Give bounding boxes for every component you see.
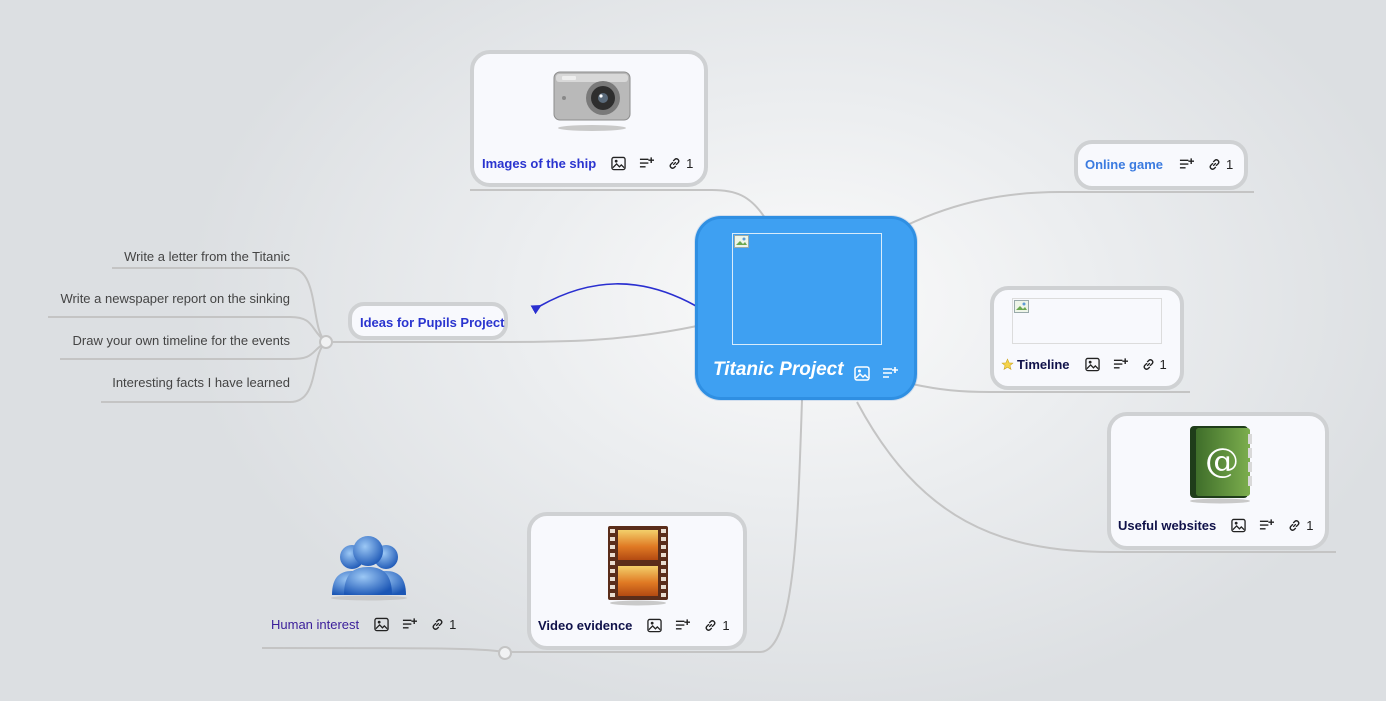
notes-icon[interactable] (639, 156, 654, 171)
link-icon (667, 156, 682, 171)
notes-icon[interactable] (882, 366, 898, 386)
link-count-value: 1 (449, 617, 456, 632)
broken-image (732, 233, 882, 345)
image-icon[interactable] (1085, 357, 1100, 372)
image-icon[interactable] (647, 618, 662, 633)
topic-label[interactable]: Online game (1085, 157, 1163, 172)
notes-icon[interactable] (1113, 357, 1128, 372)
topic-ideas-for-pupils-project[interactable]: Ideas for Pupils Project (348, 302, 508, 340)
link-count-value: 1 (686, 156, 693, 171)
link-count-value: 1 (1226, 157, 1233, 172)
subtopic-newspaper-report[interactable]: Write a newspaper report on the sinking (60, 291, 290, 306)
link-count-value: 1 (1306, 518, 1313, 533)
topic-timeline[interactable]: Timeline 1 (990, 286, 1184, 390)
connector-online-game (905, 192, 1254, 226)
central-title: Titanic Project (713, 359, 844, 381)
star-icon (1001, 358, 1014, 371)
connector-leaf-4 (101, 342, 326, 402)
address-book-image: @ (1186, 424, 1256, 509)
branch-junction-human (499, 647, 511, 659)
film-strip-image (606, 526, 670, 611)
central-topic[interactable]: Titanic Project (695, 216, 917, 400)
notes-icon[interactable] (675, 618, 690, 633)
topic-human-interest[interactable]: Human interest 1 (262, 525, 502, 643)
topic-label[interactable]: Ideas for Pupils Project (360, 315, 505, 330)
link-count[interactable]: 1 (703, 618, 729, 633)
topic-images-of-the-ship[interactable]: Images of the ship 1 (470, 50, 708, 187)
notes-icon[interactable] (1259, 518, 1274, 533)
link-count[interactable]: 1 (430, 617, 456, 632)
link-icon (1141, 357, 1156, 372)
image-icon[interactable] (611, 156, 626, 171)
topic-label[interactable]: Images of the ship (482, 156, 596, 171)
subtopic-timeline-events[interactable]: Draw your own timeline for the events (73, 333, 290, 348)
link-count[interactable]: 1 (1287, 518, 1313, 533)
topic-label[interactable]: Timeline (1017, 357, 1070, 372)
image-icon[interactable] (374, 617, 389, 632)
connector-human (262, 648, 505, 652)
link-count[interactable]: 1 (1207, 157, 1233, 172)
notes-icon[interactable] (1179, 157, 1194, 172)
link-count[interactable]: 1 (1141, 357, 1167, 372)
subtopic-letter[interactable]: Write a letter from the Titanic (124, 249, 290, 264)
link-count-value: 1 (1160, 357, 1167, 372)
subtopic-interesting-facts[interactable]: Interesting facts I have learned (112, 375, 290, 390)
link-count[interactable]: 1 (667, 156, 693, 171)
image-icon[interactable] (854, 366, 870, 386)
topic-label[interactable]: Human interest (271, 617, 359, 632)
link-icon (703, 618, 718, 633)
link-icon (1207, 157, 1222, 172)
topic-online-game[interactable]: Online game 1 (1074, 140, 1248, 190)
link-icon (1287, 518, 1302, 533)
link-count-value: 1 (722, 618, 729, 633)
svg-text:@: @ (1205, 441, 1239, 481)
topic-useful-websites[interactable]: @ Useful websites 1 (1107, 412, 1329, 550)
broken-image (1012, 298, 1162, 344)
image-icon[interactable] (1231, 518, 1246, 533)
notes-icon[interactable] (402, 617, 417, 632)
topic-label[interactable]: Useful websites (1118, 518, 1216, 533)
link-icon (430, 617, 445, 632)
relationship-arrow (540, 284, 696, 306)
topic-label[interactable]: Video evidence (538, 618, 632, 633)
people-image (328, 529, 410, 606)
connector-images (470, 190, 765, 218)
topic-video-evidence[interactable]: Video evidence 1 (527, 512, 747, 650)
camera-image (552, 68, 632, 137)
branch-junction-ideas (320, 336, 332, 348)
